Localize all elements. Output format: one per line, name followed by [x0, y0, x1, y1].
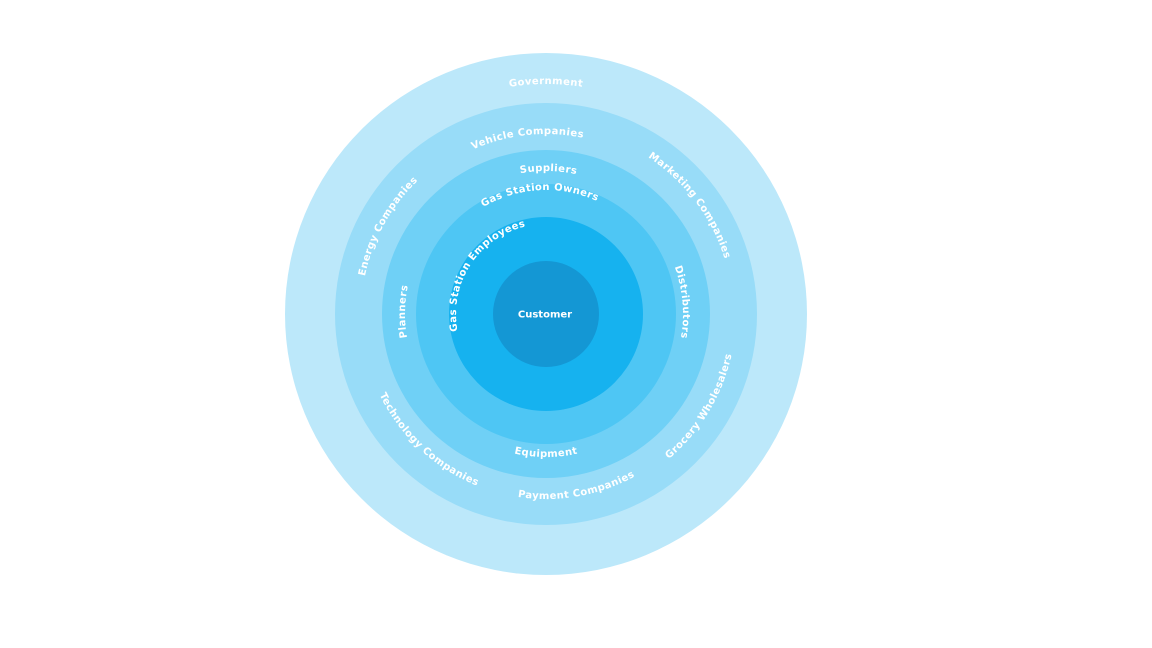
center-label: Customer: [518, 310, 572, 321]
label-government: Government: [508, 76, 584, 90]
label-suppliers: Suppliers: [519, 163, 578, 177]
center-circle: [493, 261, 599, 367]
label-equipment: Equipment: [513, 446, 578, 461]
label-planners: Planners: [397, 284, 411, 339]
